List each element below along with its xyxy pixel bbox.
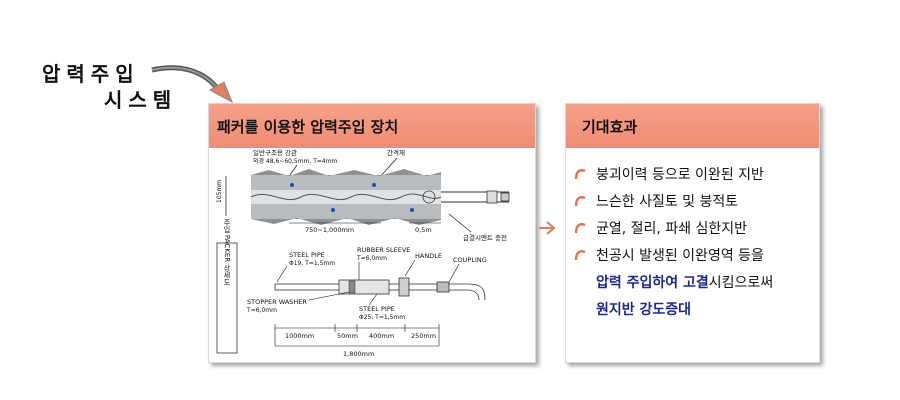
handle-label: HANDLE — [415, 252, 442, 260]
dim-50: 50mm — [337, 332, 358, 340]
packer-diagram: 일반구조용 강관 외경 48,6~60,5mm, T=4mm 간격재 105mm… — [216, 148, 510, 358]
grout-label: 급결시멘트 충전 — [463, 233, 507, 242]
effect-text: 천공시 발생된 이완영역 등을 — [596, 247, 764, 264]
coupling-label: COUPLING — [453, 256, 487, 264]
arrow-right-icon — [539, 221, 556, 235]
curved-arrow-icon — [151, 65, 233, 104]
washer-spec: T=6,0mm — [246, 307, 277, 314]
steel-pipe1-spec: Φ19, T=1,5mm — [289, 260, 335, 267]
side-label: 주입 PACKER 상세도 — [223, 219, 231, 286]
effect-text: 균열, 절리, 파쇄 심한지반 — [596, 220, 748, 237]
dim-400: 400mm — [369, 332, 394, 340]
dim-1800: 1,800mm — [343, 350, 374, 358]
washer-label: STOPPER WASHER — [247, 298, 307, 306]
effect-continuation: 원지반 강도증대 — [574, 295, 814, 322]
effect-text: 느슨한 사질토 및 붕적토 — [596, 193, 739, 210]
pipe-label: 일반구조용 강관 — [253, 148, 297, 157]
dim-05-label: 0,5m — [415, 226, 432, 234]
dim-length-label: 750~1,000mm — [305, 226, 354, 234]
title-line1: 압력주입 — [42, 62, 140, 86]
expected-effects-panel: 기대효과 붕괴이력 등으로 이완된 지반 느슨한 사질토 및 붕적토 균열, 절… — [565, 103, 820, 363]
packer-panel-header: 패커를 이용한 압력주입 장치 — [209, 104, 535, 148]
list-item: 천공시 발생된 이완영역 등을 — [574, 241, 814, 268]
bullet-icon — [574, 249, 586, 260]
effect-highlight: 원지반 강도증대 — [596, 301, 692, 318]
dim-250: 250mm — [411, 332, 436, 340]
packer-device-panel: 패커를 이용한 압력주입 장치 일반구조용 강관 외경 48,6~60,5mm,… — [208, 103, 536, 363]
title-line2: 시스템 — [104, 88, 178, 112]
effect-text: 시킴으로써 — [708, 274, 774, 291]
list-item: 균열, 절리, 파쇄 심한지반 — [574, 214, 814, 241]
list-item: 붕괴이력 등으로 이완된 지반 — [574, 160, 814, 187]
pipe-spec-label: 외경 48,6~60,5mm, T=4mm — [253, 158, 338, 165]
steel-pipe2-spec: Φ25, T=1,5mm — [359, 314, 405, 321]
bullet-icon — [574, 168, 586, 179]
steel-pipe2-label: STEEL PIPE — [359, 305, 395, 313]
effects-panel-header: 기대효과 — [566, 104, 819, 148]
bullet-icon — [574, 222, 586, 233]
dim-1000: 1000mm — [285, 332, 314, 340]
spacer-label: 간격재 — [387, 148, 405, 157]
steel-pipe1-label: STEEL PIPE — [289, 251, 325, 259]
rubber-sleeve-label: RUBBER SLEEVE — [357, 246, 410, 254]
effects-list: 붕괴이력 등으로 이완된 지반 느슨한 사질토 및 붕적토 균열, 절리, 파쇄… — [574, 160, 814, 322]
effect-highlight: 압력 주입하여 고결 — [596, 274, 709, 291]
rubber-spec-label: T=6,0mm — [356, 255, 387, 262]
dim-105-label: 105mm — [216, 180, 223, 203]
bullet-icon — [574, 195, 586, 206]
effect-text: 붕괴이력 등으로 이완된 지반 — [596, 166, 764, 183]
list-item: 느슨한 사질토 및 붕적토 — [574, 187, 814, 214]
